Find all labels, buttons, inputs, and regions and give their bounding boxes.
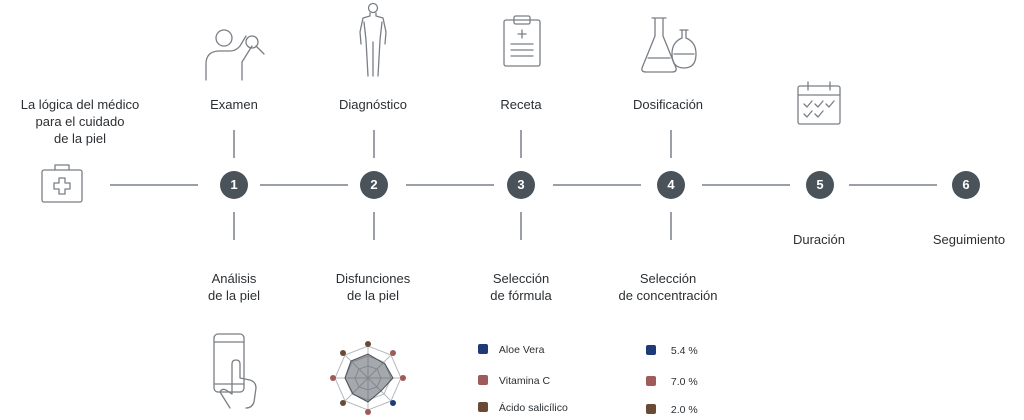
sublabel-line: Selección (639, 271, 697, 286)
intro-line: de la piel (53, 131, 107, 146)
ingredient-row: Aloe Vera (478, 343, 544, 357)
step-label-dosificacion: Dosificación (632, 97, 704, 112)
sublabel-line: de la piel (207, 288, 261, 303)
step-connector-top (520, 130, 522, 158)
concentration-value: 7.0 % (670, 376, 698, 388)
step-label-receta: Receta (500, 97, 542, 112)
timeline-connector (110, 184, 198, 186)
step-node-6: 6 (952, 171, 980, 199)
examining-person-icon (205, 29, 265, 81)
step-connector-top (670, 130, 672, 158)
step-node-1: 1 (220, 171, 248, 199)
sublabel-line: de concentración (618, 288, 718, 303)
intro-line: para el cuidado (35, 114, 125, 129)
intro-line: La lógica del médico (20, 97, 140, 112)
step-connector-bottom (520, 212, 522, 240)
timeline-connector (702, 184, 790, 186)
step-sublabel-formula: Selección de fórmula (461, 270, 581, 304)
concentration-row: 7.0 % (646, 375, 698, 389)
ingredient-name: Aloe Vera (498, 344, 545, 356)
timeline-connector (260, 184, 348, 186)
concentration-swatch (646, 376, 656, 386)
sublabel-line: de la piel (346, 288, 400, 303)
step-sublabel-analisis: Análisis de la piel (174, 270, 294, 304)
sublabel-line: de fórmula (490, 288, 552, 303)
concentration-swatch (646, 345, 656, 355)
sublabel-line: Análisis (211, 271, 257, 286)
concentration-row: 5.4 % (646, 344, 698, 358)
step-node-5: 5 (806, 171, 834, 199)
calendar-checks-icon (797, 81, 841, 125)
step-label-diagnostico: Diagnóstico (339, 97, 407, 112)
concentration-value: 2.0 % (670, 404, 698, 416)
step-sublabel-disfunciones: Disfunciones de la piel (313, 270, 433, 304)
ingredient-name: Ácido salicílico (498, 402, 568, 414)
step-connector-bottom (670, 212, 672, 240)
human-body-icon (359, 2, 387, 77)
step-node-2: 2 (360, 171, 388, 199)
timeline-connector (553, 184, 641, 186)
sublabel-line: Disfunciones (335, 271, 411, 286)
concentration-value: 5.4 % (670, 345, 698, 357)
ingredient-name: Vitamina C (498, 375, 551, 387)
first-aid-kit-icon (41, 164, 83, 203)
clipboard-prescription-icon (503, 15, 541, 67)
sublabel-line: Selección (492, 271, 550, 286)
ingredient-row: Ácido salicílico (478, 401, 568, 415)
step-label-examen: Examen (210, 97, 258, 112)
ingredient-swatch (478, 344, 488, 354)
step-connector-top (373, 130, 375, 158)
step-sublabel-concentracion: Selección de concentración (598, 270, 738, 304)
step-node-3: 3 (507, 171, 535, 199)
intro-text: La lógica del médico para el cuidado de … (0, 96, 160, 147)
lab-flasks-icon (641, 17, 697, 73)
step-node-4: 4 (657, 171, 685, 199)
step-label-duracion: Duración (792, 232, 846, 247)
timeline-connector (849, 184, 937, 186)
concentration-swatch (646, 404, 656, 414)
step-connector-top (233, 130, 235, 158)
ingredient-swatch (478, 402, 488, 412)
concentration-row: 2.0 % (646, 403, 698, 417)
step-connector-bottom (373, 212, 375, 240)
radar-chart-icon (330, 341, 406, 415)
hand-phone-icon (213, 333, 257, 409)
timeline-connector (406, 184, 494, 186)
ingredient-row: Vitamina C (478, 374, 550, 388)
ingredient-swatch (478, 375, 488, 385)
step-label-seguimiento: Seguimiento (932, 232, 1006, 247)
step-connector-bottom (233, 212, 235, 240)
